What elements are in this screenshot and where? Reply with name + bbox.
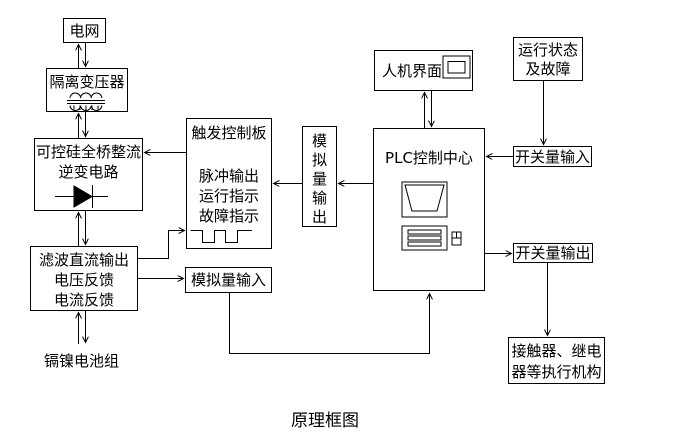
link-grid-transformer xyxy=(79,43,86,68)
node-run-status-line1: 运行状态 xyxy=(517,41,578,59)
link-hmi-plc xyxy=(425,91,432,128)
node-filter-dc-line2: 电压反馈 xyxy=(53,271,114,289)
node-power-grid: 电网 xyxy=(63,18,106,43)
link-analog-input-plc xyxy=(229,293,430,354)
node-actuators-line2: 器等执行机构 xyxy=(511,363,602,381)
node-analog-output-label: 模拟量输出 xyxy=(311,132,327,226)
node-analog-input: 模拟量输入 xyxy=(185,267,272,293)
node-switch-output: 开关量输出 xyxy=(513,243,593,263)
link-filter-battery xyxy=(79,311,86,344)
node-filter-dc-line1: 滤波直流输出 xyxy=(38,251,129,269)
node-power-grid-label: 电网 xyxy=(69,21,100,40)
node-filter-dc: 滤波直流输出 电压反馈 电流反馈 xyxy=(30,246,138,311)
node-hmi: 人机界面 xyxy=(374,50,473,91)
battery-label: 镉镍电池组 xyxy=(44,352,120,370)
node-actuators-line1: 接触器、继电 xyxy=(511,342,602,360)
node-filter-dc-line3: 电流反馈 xyxy=(53,291,114,309)
link-scr-filter xyxy=(79,211,86,246)
node-actuators: 接触器、继电 器等执行机构 xyxy=(508,337,605,384)
node-isolation-transformer-label: 隔离变压器 xyxy=(49,73,125,91)
node-hmi-label: 人机界面 xyxy=(382,62,443,80)
node-plc-label: PLC控制中心 xyxy=(385,149,473,167)
node-scr-bridge: 可控硅全桥整流 逆变电路 xyxy=(34,138,143,211)
node-analog-input-label: 模拟量输入 xyxy=(190,271,266,289)
node-scr-bridge-line2: 逆变电路 xyxy=(58,163,119,181)
node-trigger-board-line1: 脉冲输出 xyxy=(198,167,259,185)
node-switch-input: 开关量输入 xyxy=(513,146,592,167)
node-trigger-board-title: 触发控制板 xyxy=(191,124,267,142)
node-plc: PLC控制中心 xyxy=(373,128,485,291)
node-run-status: 运行状态 及故障 xyxy=(513,37,583,81)
node-run-status-line2: 及故障 xyxy=(525,60,571,78)
node-trigger-board-line3: 故障指示 xyxy=(198,207,259,225)
node-switch-output-label: 开关量输出 xyxy=(515,244,591,262)
node-trigger-board: 触发控制板 脉冲输出 运行指示 故障指示 xyxy=(186,118,272,249)
node-isolation-transformer: 隔离变压器 xyxy=(46,68,128,112)
node-trigger-board-line2: 运行指示 xyxy=(198,187,259,205)
link-transformer-scr xyxy=(79,112,86,138)
link-filter-trigger xyxy=(138,231,184,259)
diagram-caption: 原理框图 xyxy=(291,411,359,431)
node-analog-output: 模拟量输出 xyxy=(302,126,337,227)
node-scr-bridge-line1: 可控硅全桥整流 xyxy=(35,143,141,161)
node-switch-input-label: 开关量输入 xyxy=(514,147,590,166)
